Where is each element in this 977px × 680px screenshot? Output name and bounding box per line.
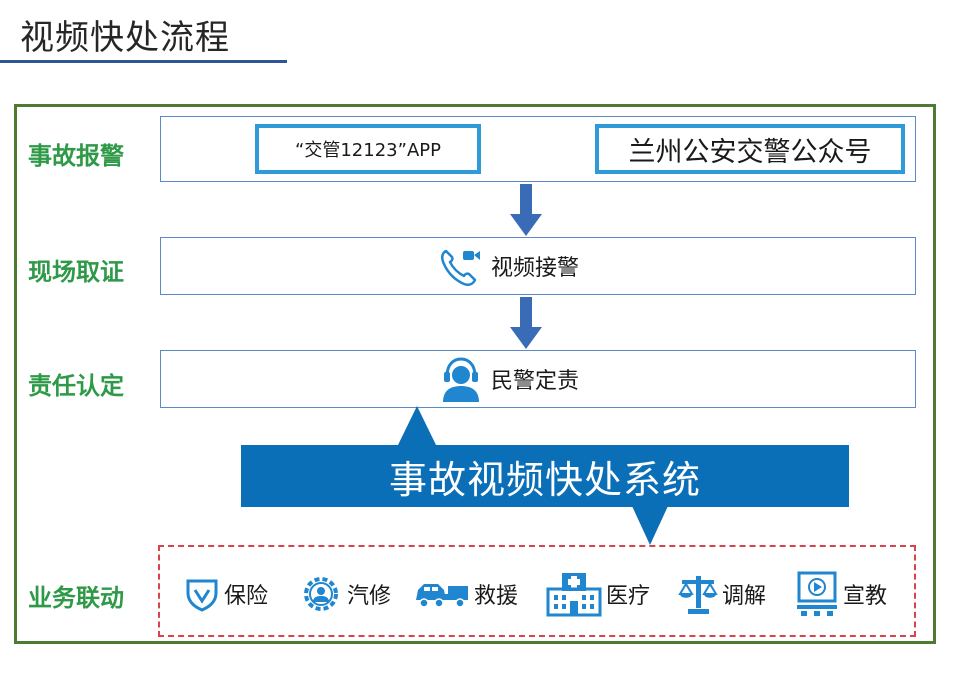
stage-evidence: 现场取证 xyxy=(28,258,124,286)
monitor-play-icon xyxy=(797,571,837,616)
police-decision-box: 民警定责 xyxy=(160,350,916,408)
police-decision-label: 民警定责 xyxy=(491,369,580,394)
stage-linkage: 业务联动 xyxy=(28,584,124,612)
banner-pointer-up xyxy=(397,406,437,447)
title-underline xyxy=(0,60,287,63)
down-arrow-2 xyxy=(510,297,542,349)
stage-report: 事故报警 xyxy=(28,142,124,170)
car-truck-icon xyxy=(416,584,468,608)
scales-icon xyxy=(678,576,718,614)
biz-insurance-label: 保险 xyxy=(224,584,269,609)
biz-auto-repair: 汽修 xyxy=(299,572,391,616)
biz-mediation-label: 调解 xyxy=(722,584,767,609)
video-call-label: 视频接警 xyxy=(491,256,580,281)
wechat-channel: 兰州公安交警公众号 xyxy=(595,124,905,174)
down-arrow-1 xyxy=(510,184,542,236)
phone-video-icon xyxy=(441,249,480,287)
banner-pointer-down xyxy=(632,506,668,545)
video-call-box: 视频接警 xyxy=(160,237,916,295)
system-banner: 事故视频快处系统 xyxy=(241,445,849,507)
biz-rescue-label: 救援 xyxy=(474,584,519,609)
headset-person-icon xyxy=(443,357,479,402)
page-title: 视频快处流程 xyxy=(20,18,230,58)
biz-insurance: 保险 xyxy=(184,572,268,616)
flow-frame xyxy=(14,104,936,644)
shield-icon xyxy=(186,579,218,612)
hospital-icon xyxy=(546,573,602,617)
app-channel: “交管12123”APP xyxy=(255,124,481,174)
biz-medical-label: 医疗 xyxy=(606,584,651,609)
biz-rescue: 救援 xyxy=(414,572,518,616)
gear-icon xyxy=(304,577,338,611)
biz-auto-repair-label: 汽修 xyxy=(347,584,392,609)
business-linkage-box xyxy=(158,545,916,637)
biz-medical: 医疗 xyxy=(546,572,651,617)
biz-education-label: 宣教 xyxy=(843,584,888,609)
stage-liability: 责任认定 xyxy=(28,372,124,400)
biz-education: 宣教 xyxy=(795,571,888,616)
biz-mediation: 调解 xyxy=(678,572,766,616)
report-box: “交管12123”APP 兰州公安交警公众号 xyxy=(160,116,916,182)
